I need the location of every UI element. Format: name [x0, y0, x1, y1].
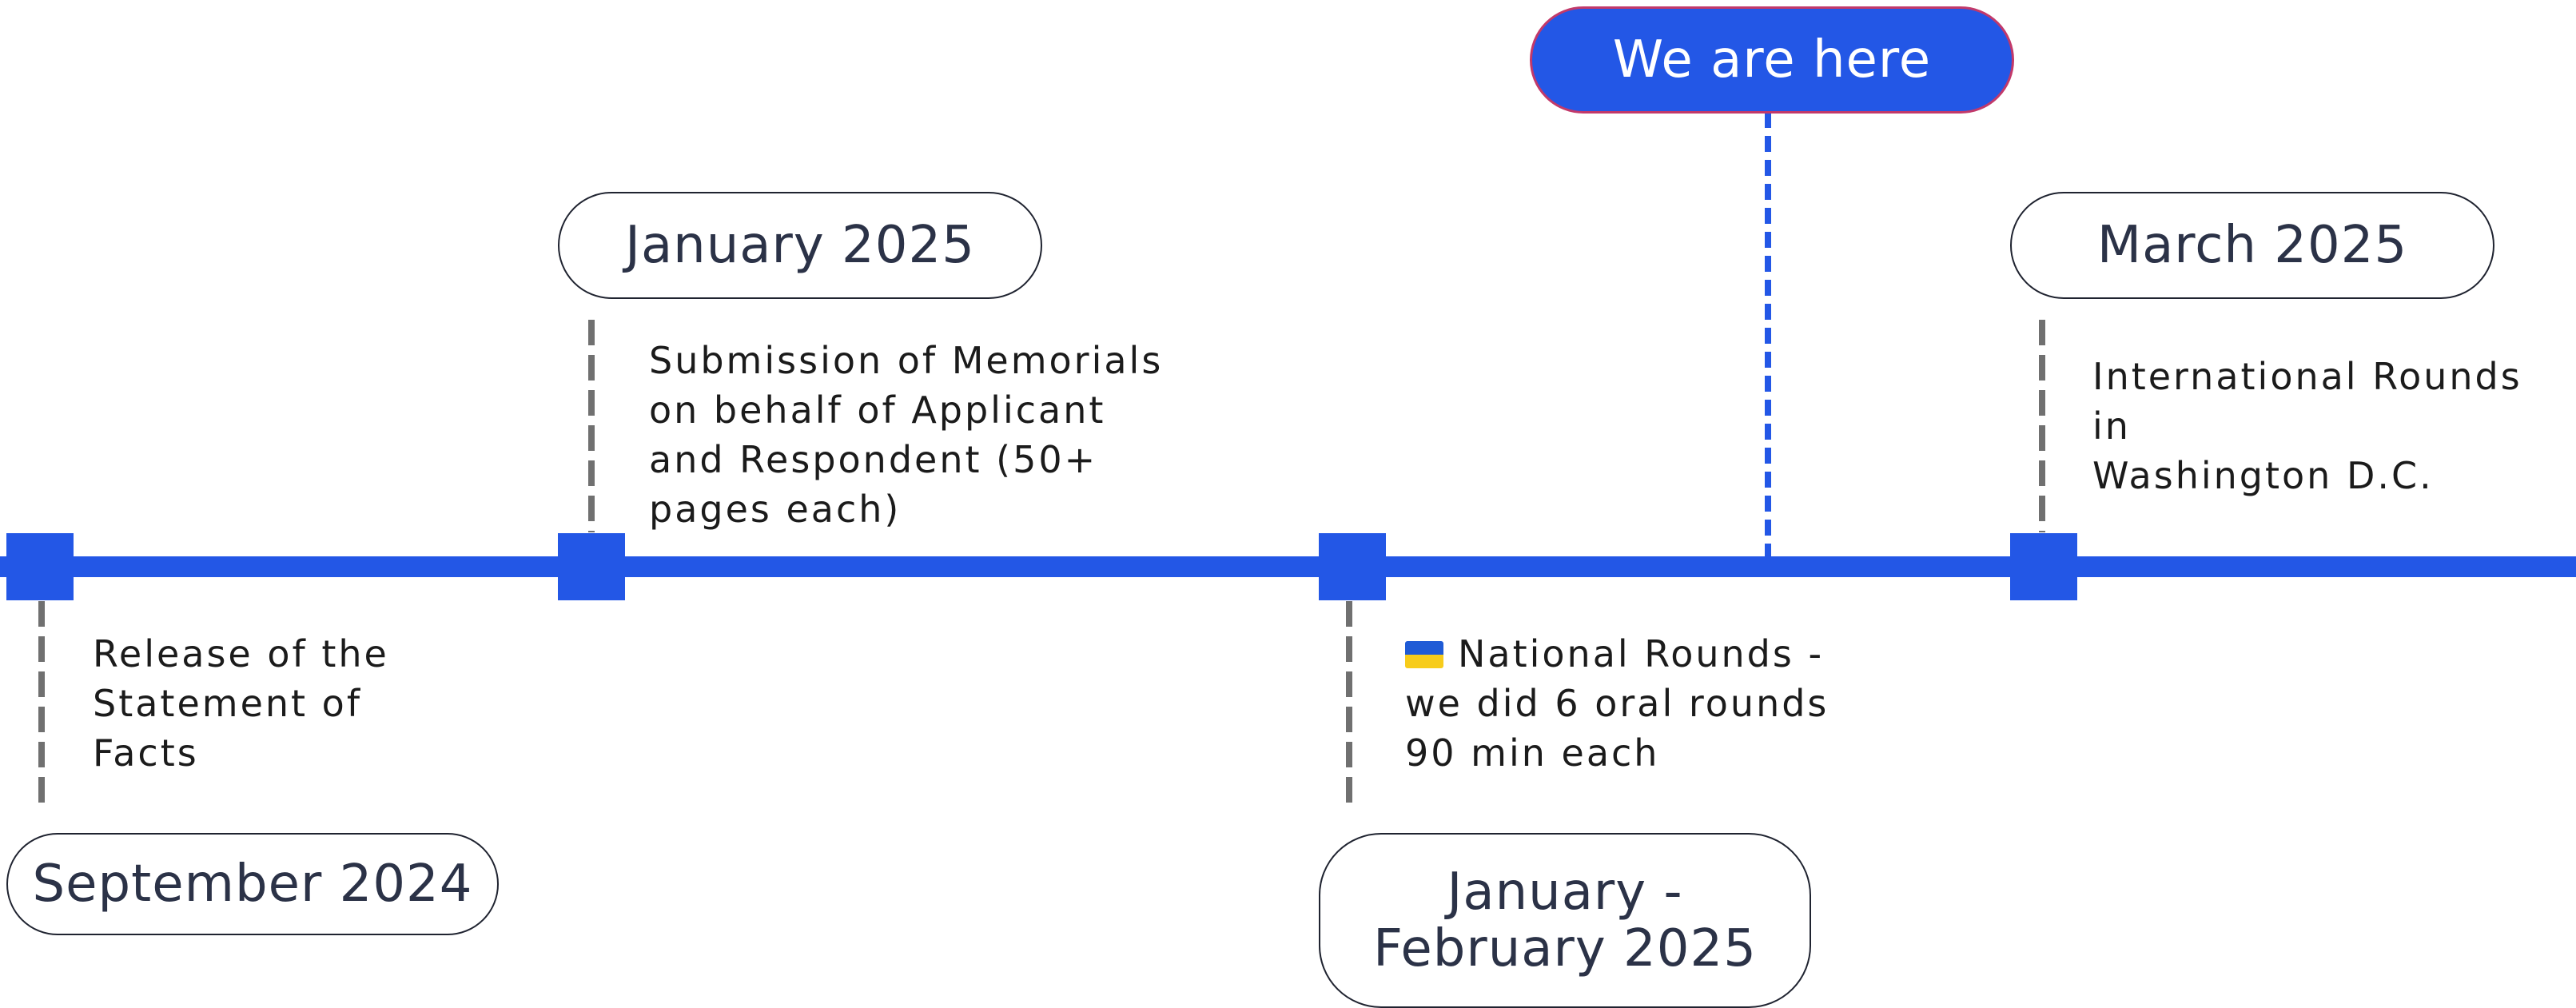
timeline-node-september-2024: [6, 533, 74, 600]
event-description-september-2024: Release of the Statement of Facts: [93, 632, 389, 775]
event-description-january-2025: Submission of Memorials on behalf of App…: [649, 339, 1164, 531]
connector-january-february-2025: [1346, 601, 1352, 811]
connector-january-2025: [588, 320, 595, 532]
current-position-marker: We are here: [1530, 6, 2014, 114]
date-january-february-2025: January - February 2025: [1319, 833, 1811, 1008]
event-description-text: National Rounds - we did 6 oral rounds 9…: [1405, 632, 1829, 775]
event-description-january-february-2025: National Rounds - we did 6 oral rounds 9…: [1405, 629, 1901, 778]
date-january-2025: January 2025: [558, 192, 1042, 299]
date-september-2024: September 2024: [6, 833, 499, 935]
timeline-node-january-february-2025: [1319, 533, 1386, 600]
timeline-axis: [0, 556, 2576, 577]
connector-march-2025: [2039, 320, 2045, 532]
timeline-node-january-2025: [558, 533, 625, 600]
connector-september-2024: [38, 601, 45, 811]
date-march-2025: March 2025: [2010, 192, 2494, 299]
ukraine-flag-icon: [1405, 641, 1443, 668]
event-description-march-2025: International Rounds in Washington D.C.: [2092, 355, 2522, 497]
current-position-connector: [1765, 112, 1771, 556]
timeline-node-march-2025: [2010, 533, 2077, 600]
